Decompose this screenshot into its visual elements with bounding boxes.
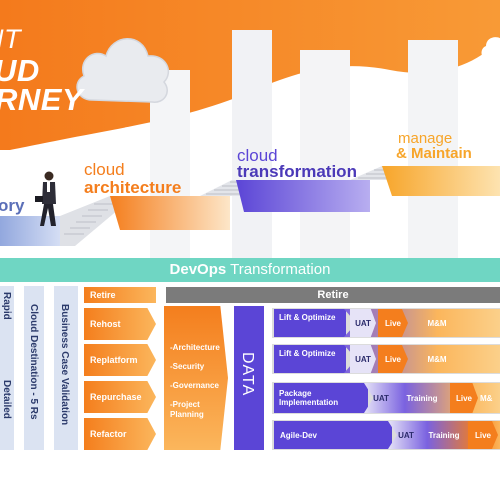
stage-3-label-top: manage: [398, 130, 453, 147]
stage-1-label-top: cloud: [84, 160, 125, 179]
header-title-line3: RNEY: [0, 82, 84, 117]
pipeline-1-label: Lift & Optimize: [279, 313, 336, 322]
pipeline-3-live: Live: [450, 383, 478, 413]
pipeline-1-live: Live: [378, 309, 408, 337]
header-title-line2: UD: [0, 53, 40, 88]
pipeline-4-uat: UAT: [398, 430, 414, 440]
column-detailed-label: Detailed: [1, 380, 12, 419]
data-label: DATA: [239, 352, 256, 397]
header-title-line1: NT: [0, 24, 21, 54]
stage-3-label-bottom: & Maintain: [396, 145, 472, 162]
pipeline-stage-box: [274, 421, 392, 449]
pipeline-stage-box: [274, 345, 346, 373]
journey-stairs: [0, 166, 500, 246]
pipeline-4-label: Agile-Dev: [280, 431, 317, 440]
pipeline-1-uat: UAT: [350, 309, 376, 337]
businessman-figure: [35, 171, 56, 226]
column-rapid-label: Rapid: [1, 292, 12, 320]
pipeline-3-training: Training: [406, 393, 438, 403]
devops-band: DevOps Transformation: [0, 258, 500, 282]
column-business-case: [54, 286, 78, 450]
stage-2-label-top: cloud: [237, 146, 278, 165]
column-rapid-detailed: [0, 286, 14, 450]
pipeline-2-live: Live: [378, 345, 408, 373]
stage-0-label: ory: [0, 196, 25, 215]
plan-architecture: -Architecture: [170, 343, 220, 352]
cloud-icon: [76, 38, 169, 103]
plan-security: -Security: [170, 362, 205, 371]
r-refactor: Refactor: [84, 418, 156, 450]
pipeline-3-mm: M&: [480, 393, 493, 403]
column-business-case-label: Business Case Validation: [59, 304, 70, 426]
planning-chevron: [164, 306, 228, 450]
pipeline-stage-box: [274, 309, 346, 337]
pipeline-3-uat: UAT: [373, 393, 389, 403]
r-retire: Retire: [84, 287, 156, 303]
data-box: [234, 306, 264, 450]
r-rehost: Rehost: [84, 308, 156, 340]
pipeline-4-training: Training: [428, 430, 460, 440]
plan-governance: -Governance: [170, 381, 219, 390]
r-repurchase: Repurchase: [84, 381, 156, 413]
pipeline-2-label: Lift & Optimize: [279, 349, 336, 358]
devops-title-bold: DevOps: [169, 261, 227, 278]
retire-bar: Retire: [166, 287, 500, 303]
column-cloud-destination: [24, 286, 44, 450]
pipeline-3-label: Package Implementation: [279, 389, 339, 407]
column-cloud-destination-label: Cloud Destination - 5 Rs: [28, 304, 39, 420]
devops-title-rest: Transformation: [230, 261, 331, 278]
pipeline-2-mm: M&M: [427, 354, 447, 364]
cloud-icon-small: [481, 37, 500, 58]
plan-project-planning: -Project Planning: [170, 400, 204, 419]
pipeline-4-live: Live: [468, 421, 498, 449]
pipeline-1-mm: M&M: [427, 318, 447, 328]
pipeline-stage-box: [274, 383, 368, 413]
r-replatform: Replatform: [84, 344, 156, 376]
stage-2-label-bottom: transformation: [237, 162, 357, 181]
stage-1-label-bottom: architecture: [84, 178, 182, 197]
pipeline-2-uat: UAT: [350, 345, 376, 373]
